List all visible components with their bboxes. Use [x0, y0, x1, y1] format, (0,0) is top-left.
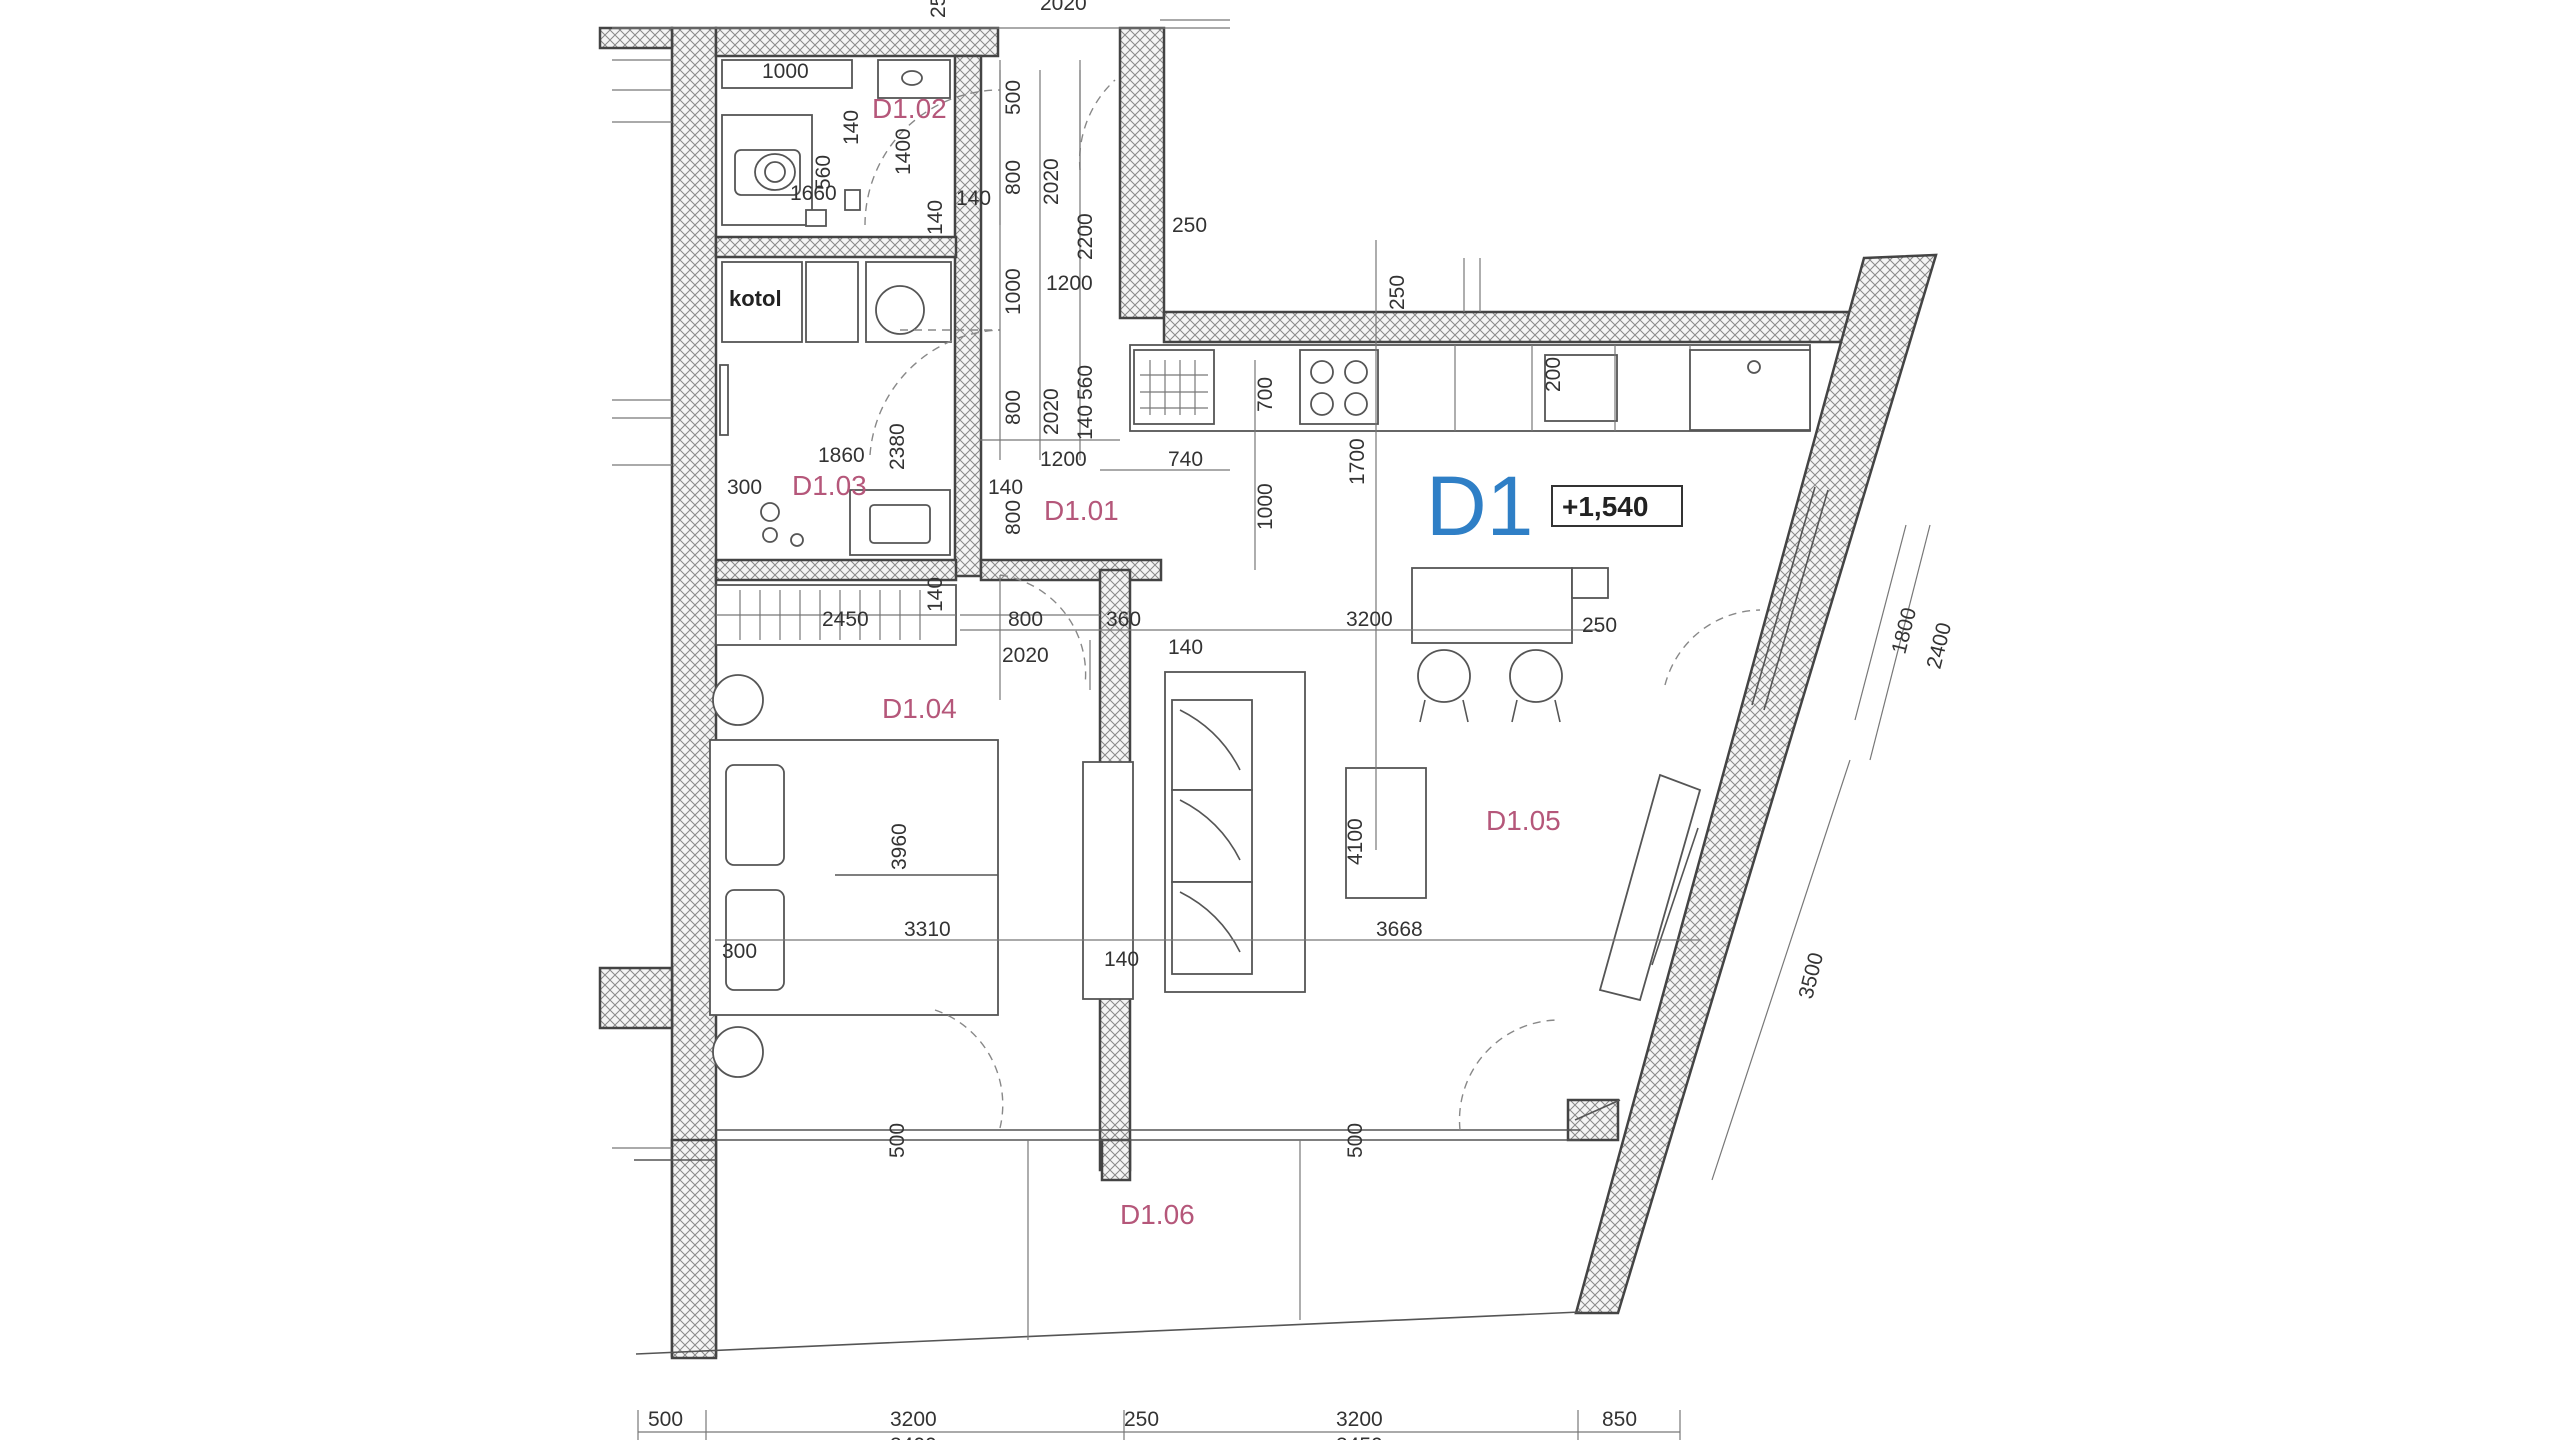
dim-label: 140: [1104, 948, 1139, 971]
dim-label: 1000: [1254, 483, 1277, 530]
dim-label: 2450: [822, 608, 869, 631]
dim-label: 2020: [1040, 388, 1063, 435]
dim-label: 800: [1002, 500, 1025, 535]
dim-label: 140: [924, 577, 947, 612]
dim-label: 3310: [904, 918, 951, 941]
sofa: [1164, 671, 1306, 993]
dim-label: 1860: [818, 444, 865, 467]
boiler-label: kotol: [729, 286, 782, 311]
dim-label: 250: [1172, 214, 1207, 237]
dim-label: 1800: [1888, 605, 1922, 656]
dim-label: 500: [1002, 80, 1025, 115]
dim-label: 3200: [1336, 1408, 1383, 1431]
dim-label: 850: [1602, 1408, 1637, 1431]
elevation-box: [1551, 485, 1683, 527]
dim-label: 1200: [1040, 448, 1087, 471]
bathroom-fixtures: [721, 59, 951, 227]
dim-label: 250: [1124, 1408, 1159, 1431]
dim-label: 500: [886, 1123, 909, 1158]
dim-label: 3668: [1376, 918, 1423, 941]
dim-label: 3200: [1346, 608, 1393, 631]
walls: [598, 26, 1938, 1360]
dim-label: 740: [1168, 448, 1203, 471]
dim-label: 1000: [762, 60, 809, 83]
dim-label: 1700: [1346, 438, 1369, 485]
dim-label: 140: [956, 187, 991, 210]
dim-label: 300: [722, 940, 757, 963]
dim-label: 500: [648, 1408, 683, 1431]
dim-label: 1660: [790, 182, 837, 205]
windows: [1574, 486, 1829, 1121]
dim-label: 800: [1002, 160, 1025, 195]
tv-unit: [1598, 773, 1702, 1002]
dim-label: 250: [1386, 275, 1409, 310]
dim-label: 3200: [890, 1408, 937, 1431]
dim-label: 800: [1008, 608, 1043, 631]
dim-label: 1400: [892, 128, 915, 175]
dim-label: 3450: [1336, 1434, 1383, 1440]
dim-label: 3500: [1795, 950, 1829, 1001]
dining-table: [1411, 567, 1609, 723]
dim-label: 3400: [890, 1434, 937, 1440]
dim-label: 2400: [1923, 620, 1957, 671]
dimension-lines: [637, 70, 1931, 1440]
dim-label: 560: [1074, 365, 1097, 400]
dim-label: 2020: [1002, 644, 1049, 667]
dim-label: 1200: [1046, 272, 1093, 295]
dim-label: 2380: [886, 423, 909, 470]
dim-label: 140: [1074, 405, 1097, 440]
dim-label: 2200: [1074, 213, 1097, 260]
dim-label: 250: [1582, 614, 1617, 637]
dim-label: 500: [1344, 1123, 1367, 1158]
dim-label: 2020: [1040, 158, 1063, 205]
room-d106: D1.06: [1120, 1199, 1195, 1230]
dim-label: 300: [727, 476, 762, 499]
dim-label: 700: [1254, 377, 1277, 412]
room-d103: D1.03: [792, 470, 867, 501]
bedroom-furniture: [709, 674, 1134, 1078]
dim-label: 560: [812, 155, 835, 190]
room-d102: D1.02: [872, 93, 947, 124]
dim-label: 140: [924, 200, 947, 235]
apartment-title: D1: [1426, 459, 1533, 553]
room-labels: D1 +1,540 D1.01 D1.02 D1.03 D1.04 D1.05 …: [792, 93, 1683, 1230]
room-d104: D1.04: [882, 693, 957, 724]
wardrobe: [715, 584, 957, 646]
dim-label: 200: [1542, 357, 1565, 392]
dim-label: 2020: [1040, 0, 1087, 15]
coffee-table: [1345, 767, 1427, 899]
room-d105: D1.05: [1486, 805, 1561, 836]
dim-label: 1000: [1002, 268, 1025, 315]
kitchen-counter: [1129, 344, 1811, 432]
wc-fixtures: kotol: [719, 261, 952, 556]
dim-label: 800: [1002, 390, 1025, 425]
dim-label: 140: [840, 110, 863, 145]
room-d101: D1.01: [1044, 495, 1119, 526]
dim-label: 360: [1106, 608, 1141, 631]
dim-label: 4100: [1344, 818, 1367, 865]
context-lines: [612, 19, 1481, 1149]
elevation-label: +1,540: [1562, 491, 1648, 522]
dim-label: 3960: [888, 823, 911, 870]
dim-label: 140: [988, 476, 1023, 499]
dim-label: 250: [927, 0, 950, 18]
dim-label: 140: [1168, 636, 1203, 659]
balcony: [634, 1129, 1581, 1355]
